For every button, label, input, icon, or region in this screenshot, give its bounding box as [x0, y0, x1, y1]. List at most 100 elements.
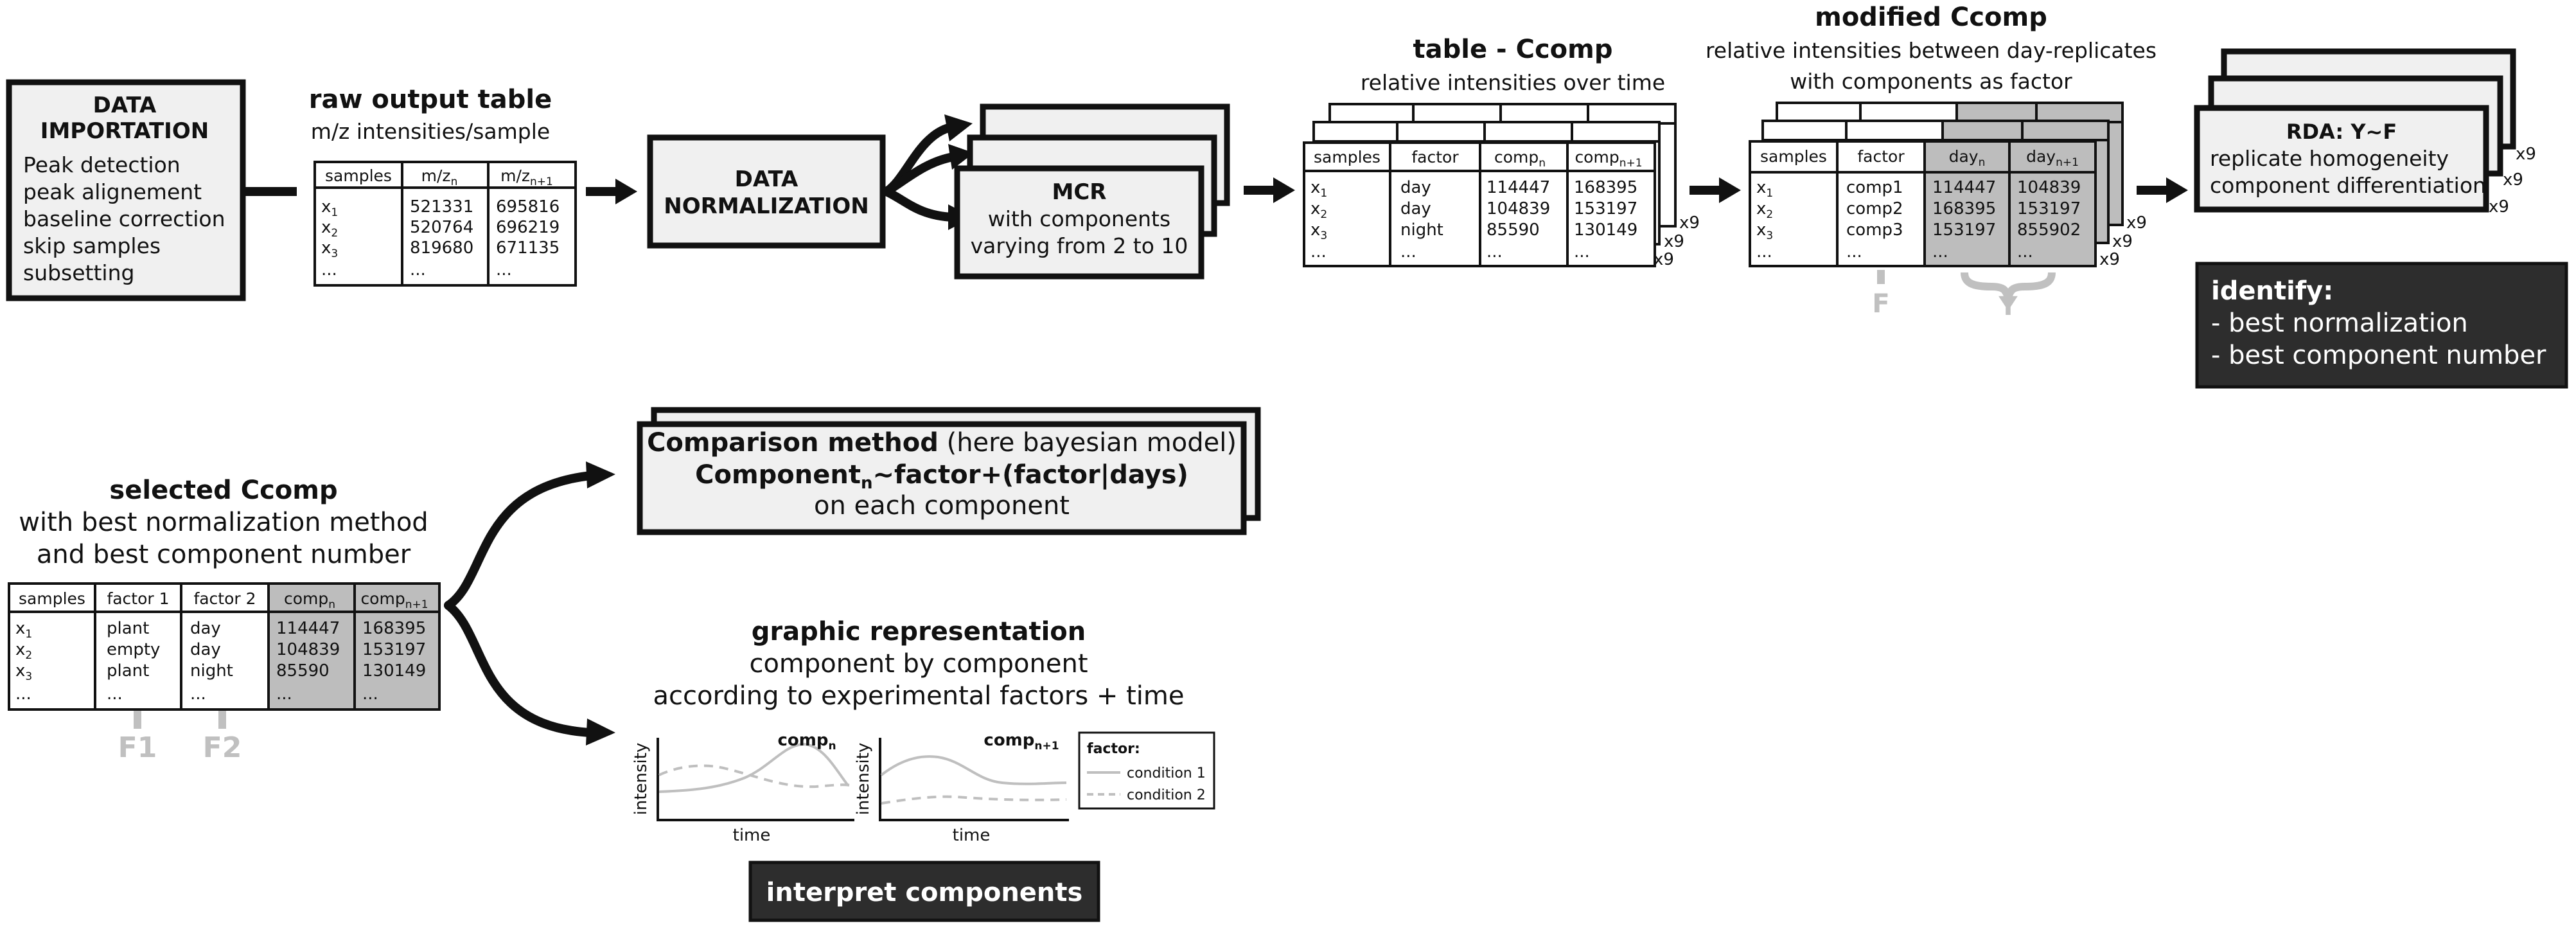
ccomp-cell: 168395	[1574, 178, 1637, 197]
ccomp-cell: ...	[1310, 242, 1327, 262]
ccomp-multiplier: x9	[1679, 213, 1700, 233]
ccomp-cell: ...	[1486, 242, 1503, 262]
ccomp-cell: 114447	[1486, 178, 1550, 197]
selected-cell: 168395	[362, 619, 426, 638]
selected-cell: ...	[107, 684, 123, 704]
modified-cell: ...	[2017, 242, 2033, 262]
rda-line: component differentiation	[2210, 173, 2486, 198]
data-importation-box: DATA IMPORTATION Peak detection peak ali…	[6, 79, 246, 301]
ccomp-cell: night	[1400, 220, 1443, 240]
modified-header: samples	[1760, 147, 1827, 166]
selected-subtitle: and best component number	[37, 540, 411, 569]
raw-cell: 671135	[496, 238, 560, 258]
selected-cell: x2	[15, 640, 32, 662]
selected-cell: empty	[107, 640, 160, 659]
plot-comp-n: compn time intensity	[631, 731, 854, 845]
ccomp-cell: ...	[1574, 242, 1590, 262]
raw-cell: x1	[321, 197, 338, 219]
graphic-line: component by component	[749, 649, 1088, 679]
condition1-line	[880, 755, 1067, 785]
raw-cell: 819680	[410, 238, 473, 258]
rda-line: replicate homogeneity	[2210, 146, 2449, 171]
response-label: Y	[1998, 292, 2018, 321]
legend-title: factor:	[1087, 741, 1140, 757]
mcr-box-stack: MCR with components varying from 2 to 10	[954, 103, 1230, 280]
modified-multiplier: x9	[2099, 250, 2120, 269]
modified-multiplier: x9	[2126, 213, 2147, 233]
importation-step: peak alignement	[23, 179, 202, 204]
raw-cell: ...	[496, 260, 512, 280]
comparison-formula: Componentn~factor+(factor|days)	[695, 460, 1188, 493]
modified-cell: ...	[1756, 242, 1772, 262]
modified-cell: comp2	[1846, 199, 1903, 219]
importation-step: baseline correction	[23, 206, 225, 231]
condition2-line	[658, 764, 851, 789]
legend-item: condition 1	[1127, 765, 1206, 781]
graphic-representation: graphic representation component by comp…	[631, 617, 1215, 845]
factor-label: F	[1872, 289, 1889, 319]
modified-cell: ...	[1932, 242, 1948, 262]
ccomp-cell: ...	[1400, 242, 1416, 262]
modified-cell: 104839	[2017, 178, 2081, 197]
ccomp-cell: 153197	[1574, 199, 1637, 219]
selected-branch-arrows	[444, 461, 615, 745]
data-normalization-box: DATA NORMALIZATION	[647, 134, 886, 249]
raw-cell: 521331	[410, 197, 473, 217]
graphic-title: graphic representation	[752, 617, 1086, 647]
ccomp-title: table - Ccomp	[1413, 35, 1613, 64]
modified-header: dayn+1	[2026, 147, 2079, 169]
importation-step: subsetting	[23, 260, 134, 285]
raw-table-title: raw output table	[309, 85, 552, 114]
identify-item: - best normalization	[2211, 308, 2468, 338]
ccomp-cell: day	[1400, 199, 1431, 219]
modified-multiplier: x9	[2112, 232, 2133, 251]
raw-cell: x3	[321, 238, 338, 260]
selected-cell: 153197	[362, 640, 426, 659]
selected-cell: 114447	[276, 619, 340, 638]
modified-cell: comp3	[1846, 220, 1903, 240]
selected-cell: 85590	[276, 661, 330, 681]
ccomp-cell: day	[1400, 178, 1431, 197]
raw-cell: x2	[321, 218, 338, 240]
raw-cell: 520764	[410, 218, 473, 237]
selected-cell: 130149	[362, 661, 426, 681]
selected-cell: plant	[107, 619, 149, 638]
raw-output-table: raw output table m/z intensities/sample …	[309, 85, 577, 287]
plot-title: compn	[777, 731, 836, 753]
modified-cell: x2	[1756, 199, 1773, 221]
plot-y-label: intensity	[854, 743, 873, 816]
rda-title: RDA: Y~F	[2286, 120, 2397, 144]
modified-title: modified Ccomp	[1815, 3, 2047, 32]
rda-multiplier: x9	[2503, 170, 2523, 190]
ccomp-cell: x1	[1310, 178, 1327, 200]
rda-multiplier: x9	[2489, 197, 2509, 217]
raw-table-subtitle: m/z intensities/sample	[311, 119, 550, 144]
selected-ccomp-table: selected Ccomp with best normalization m…	[8, 476, 441, 764]
selected-cell: day	[190, 619, 221, 638]
ccomp-cell: x3	[1310, 220, 1327, 242]
ccomp-table: table - Ccomp relative intensities over …	[1303, 35, 1700, 269]
identify-title: identify:	[2211, 276, 2333, 306]
modified-cell: 855902	[2017, 220, 2081, 240]
ccomp-header: compn+1	[1575, 148, 1642, 170]
selected-cell: x1	[15, 619, 32, 641]
interpret-components-box: interpret components	[748, 861, 1100, 922]
mcr-title: MCR	[1052, 179, 1107, 205]
ccomp-cell: x2	[1310, 199, 1327, 221]
modified-cell: 168395	[1932, 199, 1996, 219]
selected-subtitle: with best normalization method	[19, 508, 428, 537]
selected-header: compn+1	[360, 589, 428, 611]
selected-title: selected Ccomp	[109, 476, 337, 505]
interpret-label: interpret components	[766, 878, 1083, 907]
plot-comp-n1: compn+1 time intensity	[854, 731, 1069, 845]
selected-cell: day	[190, 640, 221, 659]
importation-title-line2: IMPORTATION	[40, 118, 209, 144]
ccomp-header: samples	[1314, 148, 1381, 166]
graphic-line: according to experimental factors + time	[653, 681, 1185, 711]
modified-cell: 153197	[2017, 199, 2081, 219]
condition1-line	[658, 742, 849, 793]
condition2-line	[881, 795, 1067, 805]
raw-header: m/zn+1	[500, 166, 553, 188]
modified-cell: comp1	[1846, 178, 1903, 197]
